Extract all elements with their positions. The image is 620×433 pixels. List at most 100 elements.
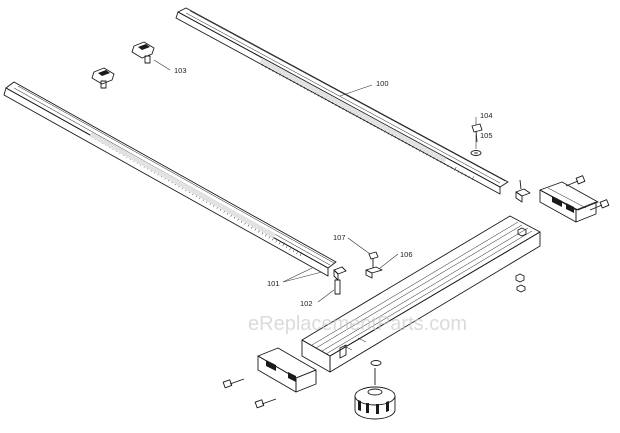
ruler-tick	[426, 153, 428, 156]
ruler-tick	[412, 145, 414, 148]
ruler-tick	[450, 166, 453, 169]
clamp-knob	[91, 67, 115, 89]
screw	[565, 175, 586, 187]
callout-106: 106	[400, 250, 413, 259]
ruler-tick	[272, 238, 274, 241]
ruler-tick	[310, 90, 313, 93]
fence-rail-upper	[175, 7, 509, 195]
end-cap-right	[539, 181, 599, 223]
ruler-tick	[289, 79, 292, 82]
callout-107: 107	[333, 233, 346, 242]
ruler-tick	[415, 147, 418, 150]
ruler-tick	[440, 160, 442, 164]
ruler-tick	[244, 222, 246, 225]
ruler-tick	[370, 122, 372, 126]
ruler-tick	[377, 126, 379, 129]
ruler-tick	[387, 132, 390, 135]
ruler-tick	[282, 242, 285, 247]
nut	[516, 284, 526, 293]
washer	[470, 150, 482, 156]
nut	[517, 227, 527, 237]
ruler-tick	[226, 212, 229, 215]
ruler-tick	[338, 105, 341, 108]
ruler-tick	[468, 176, 470, 179]
ruler-tick	[292, 250, 295, 253]
ruler-tick	[278, 242, 281, 245]
slide-block	[365, 266, 383, 279]
ruler-tick	[457, 170, 460, 173]
screw	[222, 378, 245, 389]
ruler-tick	[464, 174, 467, 177]
callout-102: 102	[300, 299, 313, 308]
ruler-tick	[429, 155, 432, 158]
fence-rail-lower	[3, 81, 337, 277]
nut	[515, 273, 525, 283]
ruler-tick	[328, 100, 330, 103]
ruler-tick	[240, 220, 243, 223]
ruler-tick	[380, 128, 383, 131]
ruler-tick	[352, 113, 355, 116]
screw	[589, 199, 610, 211]
ruler-tick	[220, 208, 222, 211]
ruler-tick	[422, 151, 425, 154]
ruler-tick	[471, 176, 475, 181]
ruler-tick	[408, 143, 411, 146]
ruler-tick	[321, 96, 323, 99]
leader-lines	[153, 59, 477, 303]
adjustment-knob	[354, 368, 396, 420]
ruler-tick	[433, 157, 435, 160]
connector-block	[515, 179, 531, 203]
screw	[254, 398, 277, 409]
base-extrusion	[301, 215, 541, 373]
ruler-tick	[282, 75, 285, 78]
ruler-tick	[307, 88, 309, 91]
callout-104: 104	[480, 111, 493, 120]
ruler-tick	[272, 69, 274, 72]
ruler-tick	[233, 216, 236, 219]
ruler-tick	[454, 166, 457, 171]
ruler-tick	[324, 98, 327, 101]
ruler-tick	[258, 230, 260, 233]
ruler-tick	[237, 218, 239, 221]
ruler-tick	[398, 138, 400, 141]
ruler-tick	[293, 81, 295, 84]
ruler-tick	[275, 71, 278, 74]
ruler-tick	[345, 109, 348, 112]
ruler-tick	[289, 248, 291, 251]
callout-101: 101	[267, 279, 280, 288]
ruler-tick	[251, 226, 253, 229]
ruler-tick	[363, 119, 365, 122]
ruler-tick	[391, 134, 393, 137]
ruler-tick	[461, 172, 463, 175]
ruler-tick	[300, 84, 302, 88]
ruler-tick	[443, 162, 446, 165]
ruler-tick	[373, 124, 376, 127]
ruler-tick	[275, 240, 277, 243]
ruler-tick	[356, 115, 358, 118]
ruler-tick	[268, 67, 271, 70]
callout-100: 100	[376, 79, 389, 88]
screw	[471, 123, 483, 143]
ruler-tick	[286, 77, 288, 80]
ruler-tick	[317, 94, 320, 97]
ruler-tick	[265, 65, 267, 69]
ruler-tick	[296, 252, 298, 255]
clamp-knob	[131, 41, 155, 64]
ruler-tick	[223, 210, 225, 213]
washer	[370, 360, 382, 366]
end-cap-left	[257, 347, 317, 393]
ruler-tick	[285, 246, 288, 249]
ruler-tick	[335, 103, 337, 107]
ruler-tick	[342, 107, 344, 110]
ruler-tick	[405, 141, 407, 145]
ruler-tick	[254, 228, 257, 231]
screw	[368, 251, 379, 268]
lock-pin	[333, 266, 347, 295]
ruler-tick	[447, 164, 449, 167]
ruler-tick	[299, 252, 303, 257]
ruler-tick	[268, 236, 270, 239]
ruler-tick	[394, 136, 397, 139]
ruler-tick	[261, 232, 263, 235]
ruler-tick	[303, 86, 306, 89]
